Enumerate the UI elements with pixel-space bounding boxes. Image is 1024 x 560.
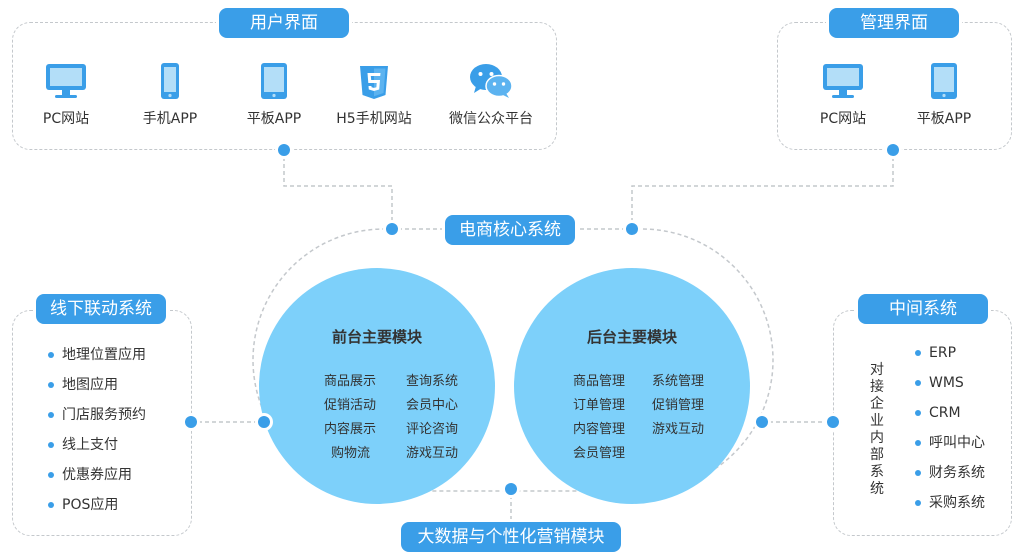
- front-item: 评论咨询: [406, 422, 459, 437]
- user-item-label: 微信公众平台: [449, 111, 533, 127]
- user-item-label: H5手机网站: [336, 111, 412, 127]
- user-interface-title: 用户界面: [219, 8, 349, 38]
- connector-dot: [756, 416, 768, 428]
- front-item: 会员中心: [406, 398, 459, 413]
- core-system-title: 电商核心系统: [445, 215, 575, 245]
- user-item-phone: 手机APP: [115, 62, 225, 128]
- connector-dot: [278, 144, 290, 156]
- connector-dot: [386, 223, 398, 235]
- user-item-pc: PC网站: [11, 62, 121, 128]
- list-item: 线上支付: [48, 430, 146, 460]
- front-item: 游戏互动: [406, 446, 459, 461]
- admin-interface-title: 管理界面: [829, 8, 959, 38]
- back-item: 订单管理: [573, 398, 626, 413]
- offline-title: 线下联动系统: [36, 294, 166, 324]
- front-module-title: 前台主要模块: [331, 328, 422, 346]
- bigdata-title: 大数据与个性化营销模块: [401, 522, 621, 552]
- connector-dot: [887, 144, 899, 156]
- user-item-label: PC网站: [42, 111, 90, 127]
- user-item-tablet: 平板APP: [219, 62, 329, 128]
- list-item: 门店服务预约: [48, 400, 146, 430]
- monitor-icon: [46, 64, 86, 98]
- list-item: 地图应用: [48, 370, 146, 400]
- list-item: 优惠券应用: [48, 460, 146, 490]
- tablet-icon: [931, 63, 957, 99]
- connector-dot: [258, 416, 270, 428]
- front-module-circle: 前台主要模块 商品展示 查询系统 促销活动 会员中心 内容展示 评论咨询 购物流…: [259, 268, 495, 504]
- monitor-icon: [823, 64, 863, 98]
- admin-item-pc: PC网站: [788, 62, 898, 128]
- back-item: 会员管理: [573, 446, 626, 461]
- connector-dot: [505, 483, 517, 495]
- list-item: ERP: [915, 338, 985, 368]
- wechat-icon: [470, 64, 513, 98]
- list-item: 采购系统: [915, 488, 985, 518]
- back-module-title: 后台主要模块: [586, 328, 677, 346]
- front-item: 促销活动: [324, 398, 377, 413]
- list-item: CRM: [915, 398, 985, 428]
- back-item: 商品管理: [573, 374, 626, 389]
- connector-dot: [185, 416, 197, 428]
- connector-dot: [827, 416, 839, 428]
- offline-list: 地理位置应用 地图应用 门店服务预约 线上支付 优惠券应用 POS应用: [48, 340, 146, 520]
- front-item: 内容展示: [324, 422, 377, 437]
- html5-icon: [360, 66, 388, 99]
- admin-item-label: PC网站: [819, 111, 867, 127]
- back-item: 内容管理: [573, 422, 626, 437]
- front-item: 查询系统: [406, 374, 459, 389]
- list-item: 地理位置应用: [48, 340, 146, 370]
- user-item-h5: H5手机网站: [319, 62, 429, 128]
- list-item: WMS: [915, 368, 985, 398]
- middle-vertical-label: 对接企业内部系统: [870, 362, 884, 497]
- user-item-wechat: 微信公众平台: [436, 62, 546, 128]
- front-item: 商品展示: [324, 374, 377, 389]
- list-item: 呼叫中心: [915, 428, 985, 458]
- connector-dot: [626, 223, 638, 235]
- list-item: 财务系统: [915, 458, 985, 488]
- tablet-icon: [261, 63, 287, 99]
- back-item: 系统管理: [652, 374, 705, 389]
- middle-list: ERP WMS CRM 呼叫中心 财务系统 采购系统: [915, 338, 985, 518]
- admin-item-tablet: 平板APP: [889, 62, 999, 128]
- user-item-label: 平板APP: [246, 111, 302, 127]
- phone-icon: [161, 63, 179, 99]
- user-item-label: 手机APP: [142, 111, 198, 127]
- admin-item-label: 平板APP: [916, 111, 972, 127]
- back-module-circle: 后台主要模块 商品管理 系统管理 订单管理 促销管理 内容管理 游戏互动 会员管…: [514, 268, 750, 504]
- list-item: POS应用: [48, 490, 146, 520]
- middle-title: 中间系统: [858, 294, 988, 324]
- front-item: 购物流: [331, 446, 371, 461]
- back-item: 促销管理: [652, 398, 705, 413]
- back-item: 游戏互动: [652, 422, 705, 437]
